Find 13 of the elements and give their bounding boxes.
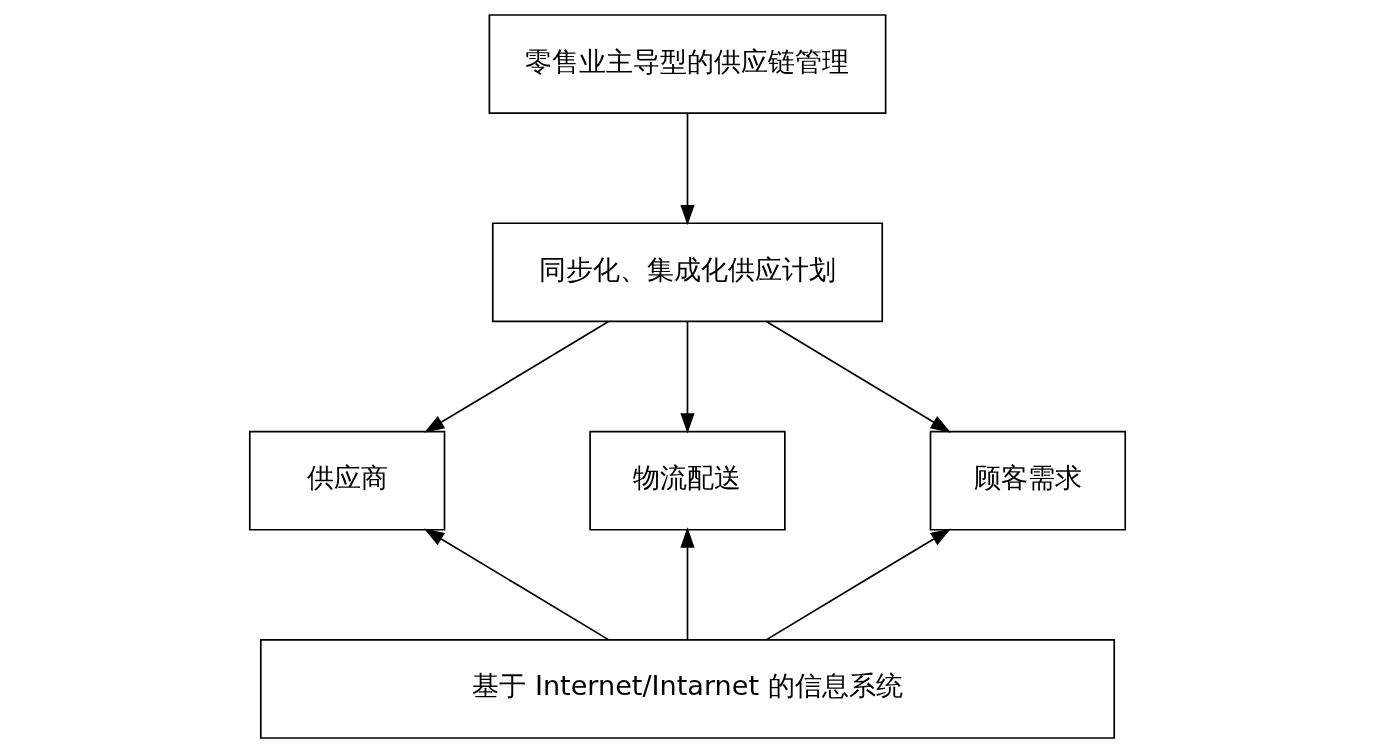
arrow — [765, 320, 951, 433]
arrow — [679, 320, 695, 434]
arrow — [679, 527, 695, 641]
node-box: 基于 Internet/Intarnet 的信息系统 — [259, 638, 1115, 739]
node-box: 顾客需求 — [929, 430, 1126, 531]
node-box: 物流配送 — [588, 430, 786, 531]
arrow — [423, 528, 609, 641]
node-box: 同步化、集成化供应计划 — [491, 222, 883, 323]
arrow — [423, 320, 609, 433]
node-box: 供应商 — [248, 430, 445, 531]
arrow — [679, 112, 695, 226]
arrow — [765, 528, 951, 641]
node-box: 零售业主导型的供应链管理 — [488, 14, 886, 115]
